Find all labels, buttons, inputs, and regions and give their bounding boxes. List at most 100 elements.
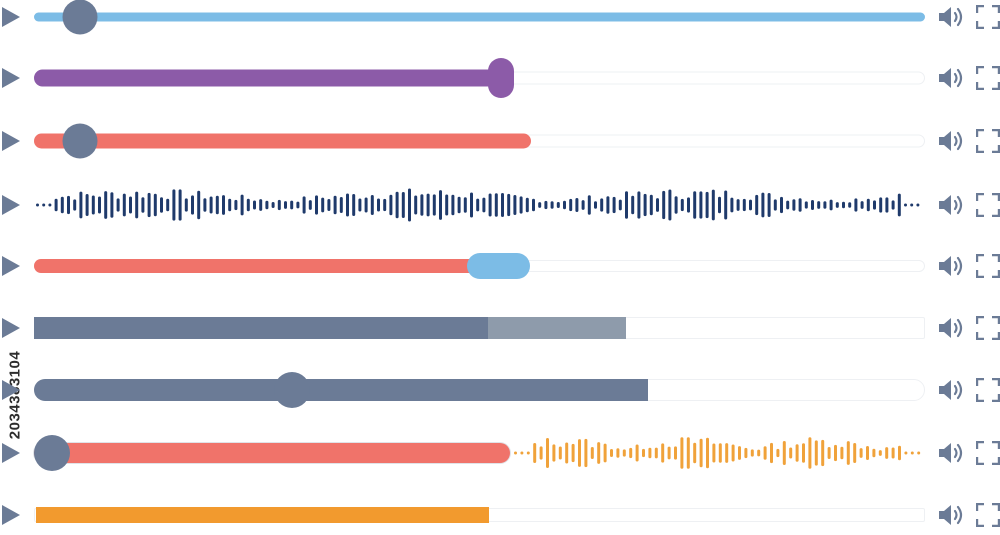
waveform-bar: [352, 193, 356, 217]
waveform-bar: [265, 200, 269, 210]
waveform-bar: [603, 443, 607, 463]
waveform-bar: [578, 439, 581, 467]
seek-thumb[interactable]: [274, 372, 310, 408]
progress-fill: [34, 133, 531, 149]
waveform-bar: [54, 198, 58, 212]
waveform-bar: [147, 192, 151, 218]
volume-icon[interactable]: [938, 441, 964, 465]
waveform-bar: [519, 196, 523, 214]
waveform-bar: [445, 194, 449, 216]
waveform-bar: [514, 451, 517, 455]
waveform-bar: [612, 196, 616, 214]
waveform-bar: [587, 195, 591, 215]
waveform-bar: [228, 198, 232, 212]
waveform-bar: [804, 201, 808, 209]
waveform-bar: [817, 201, 821, 209]
waveform-bar: [463, 197, 467, 213]
seek-thumb[interactable]: [62, 123, 98, 159]
fullscreen-icon[interactable]: [976, 441, 1000, 465]
waveform-bar: [584, 438, 588, 468]
volume-icon[interactable]: [938, 5, 964, 29]
seek-thumb[interactable]: [467, 253, 530, 279]
fullscreen-icon[interactable]: [976, 129, 1000, 153]
volume-icon[interactable]: [938, 66, 964, 90]
waveform-bar: [153, 193, 157, 217]
waveform[interactable]: [514, 433, 924, 473]
seek-track[interactable]: [34, 12, 925, 22]
play-icon[interactable]: [2, 380, 20, 400]
waveform-bar: [73, 199, 77, 211]
waveform-bar: [789, 447, 793, 459]
progress-fill[interactable]: [34, 443, 510, 463]
waveform[interactable]: [36, 185, 926, 225]
volume-icon[interactable]: [938, 316, 964, 340]
waveform-bar: [358, 198, 362, 212]
waveform-bar: [848, 202, 852, 208]
waveform-bar: [767, 193, 771, 217]
waveform-bar: [420, 194, 424, 216]
volume-icon[interactable]: [938, 503, 964, 527]
waveform-bar: [546, 438, 549, 468]
waveform-bar: [470, 192, 473, 218]
waveform-bar: [618, 199, 622, 211]
fullscreen-icon[interactable]: [976, 254, 1000, 278]
waveform-bar: [625, 191, 628, 219]
seek-thumb[interactable]: [62, 0, 98, 35]
waveform-bar: [687, 197, 690, 213]
buffered-fill: [488, 317, 626, 339]
waveform-bar: [597, 442, 601, 464]
waveform-bar: [308, 200, 312, 210]
waveform-bar: [581, 200, 585, 210]
waveform-bar: [85, 193, 89, 217]
waveform-bar: [501, 192, 504, 218]
waveform-bar: [763, 446, 767, 460]
waveform-bar: [532, 198, 535, 212]
volume-icon[interactable]: [938, 129, 964, 153]
play-icon[interactable]: [2, 256, 20, 276]
fullscreen-icon[interactable]: [976, 316, 1000, 340]
volume-icon[interactable]: [938, 254, 964, 278]
waveform-bar: [277, 199, 281, 211]
fullscreen-icon[interactable]: [976, 378, 1000, 402]
waveform-bar: [674, 196, 678, 214]
waveform-bar: [654, 447, 658, 459]
waveform-bar: [284, 201, 287, 209]
seek-thumb[interactable]: [34, 435, 70, 471]
waveform-bar: [98, 196, 101, 214]
waveform-bar: [730, 197, 734, 213]
play-icon[interactable]: [2, 195, 20, 215]
waveform-bar: [79, 191, 83, 219]
play-icon[interactable]: [2, 443, 20, 463]
waveform-bar: [643, 193, 647, 217]
waveform-bar: [259, 199, 263, 211]
play-icon[interactable]: [2, 318, 20, 338]
waveform-bar: [814, 440, 818, 466]
play-icon[interactable]: [2, 7, 20, 27]
waveform-bar: [860, 201, 864, 209]
fullscreen-icon[interactable]: [976, 503, 1000, 527]
play-icon[interactable]: [2, 505, 20, 525]
waveform-bar: [917, 451, 921, 455]
progress-fill: [34, 259, 484, 273]
waveform-bar: [122, 193, 126, 217]
volume-icon[interactable]: [938, 378, 964, 402]
waveform-bar: [253, 200, 256, 210]
volume-icon[interactable]: [938, 193, 964, 217]
waveform-bar: [538, 202, 542, 208]
fullscreen-icon[interactable]: [976, 66, 1000, 90]
waveform-bar: [610, 449, 613, 457]
play-icon[interactable]: [2, 131, 20, 151]
waveform-bar: [742, 198, 746, 212]
play-icon[interactable]: [2, 68, 20, 88]
fullscreen-icon[interactable]: [976, 193, 1000, 217]
waveform-bar: [725, 443, 729, 463]
waveform-bar: [718, 196, 721, 214]
waveform-bar: [680, 437, 684, 469]
waveform-bar: [786, 200, 790, 210]
seek-thumb[interactable]: [488, 58, 514, 98]
waveform-bar: [184, 198, 188, 212]
waveform-bar: [525, 197, 529, 213]
waveform-bar: [686, 437, 690, 469]
fullscreen-icon[interactable]: [976, 5, 1000, 29]
waveform-bar: [637, 191, 641, 219]
